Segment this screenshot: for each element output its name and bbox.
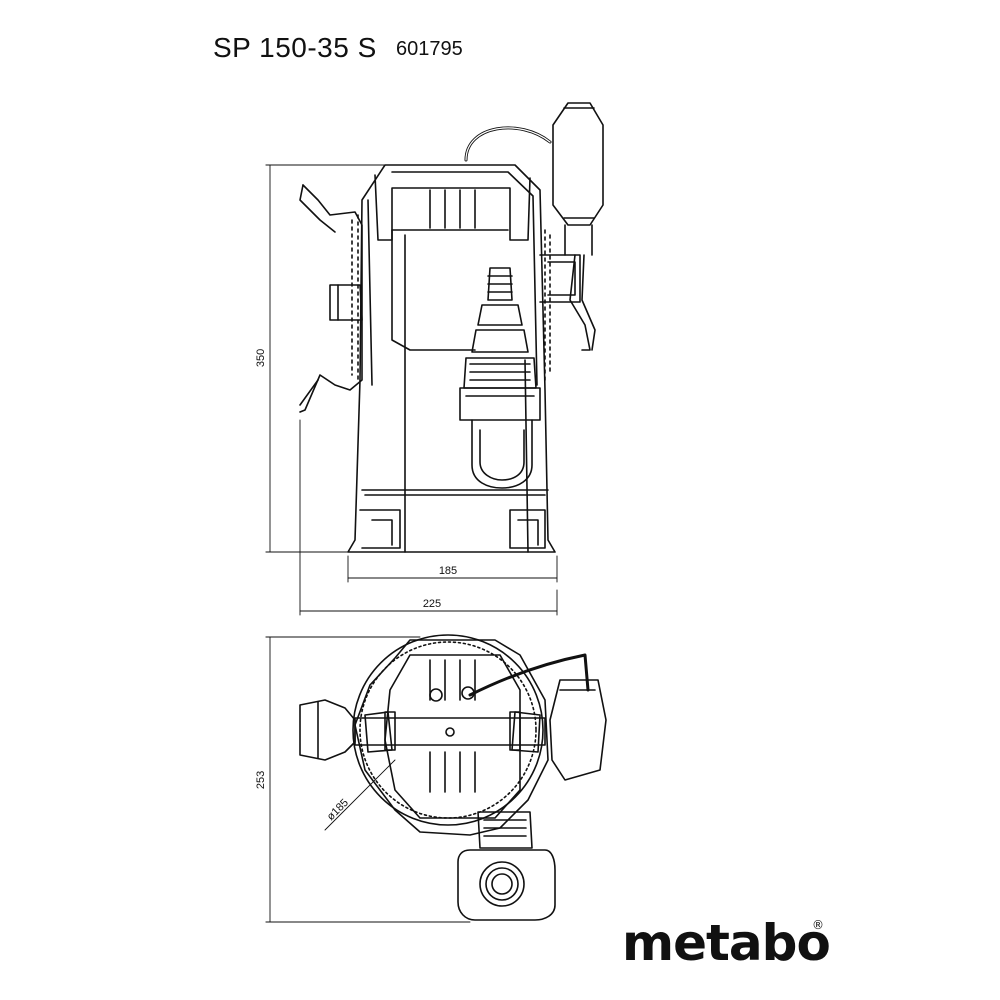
dimension-lines-top [265, 636, 471, 923]
dimension-lines-side [265, 164, 558, 616]
float-switch [552, 102, 604, 351]
carry-bracket [299, 184, 363, 413]
top-view [299, 634, 607, 921]
metabo-logo: metabo [622, 914, 831, 972]
hose-connector [459, 267, 541, 489]
dim-base-width: 185 [439, 565, 457, 577]
dim-depth: 253 [255, 771, 267, 789]
registered-mark: ® [812, 918, 824, 932]
dim-height: 350 [255, 349, 267, 367]
model-title: SP 150-35 S [213, 32, 377, 63]
side-view [299, 102, 604, 553]
dim-overall-width: 225 [423, 598, 441, 610]
dim-diameter: ø185 [325, 797, 351, 823]
order-number: 601795 [396, 38, 463, 60]
